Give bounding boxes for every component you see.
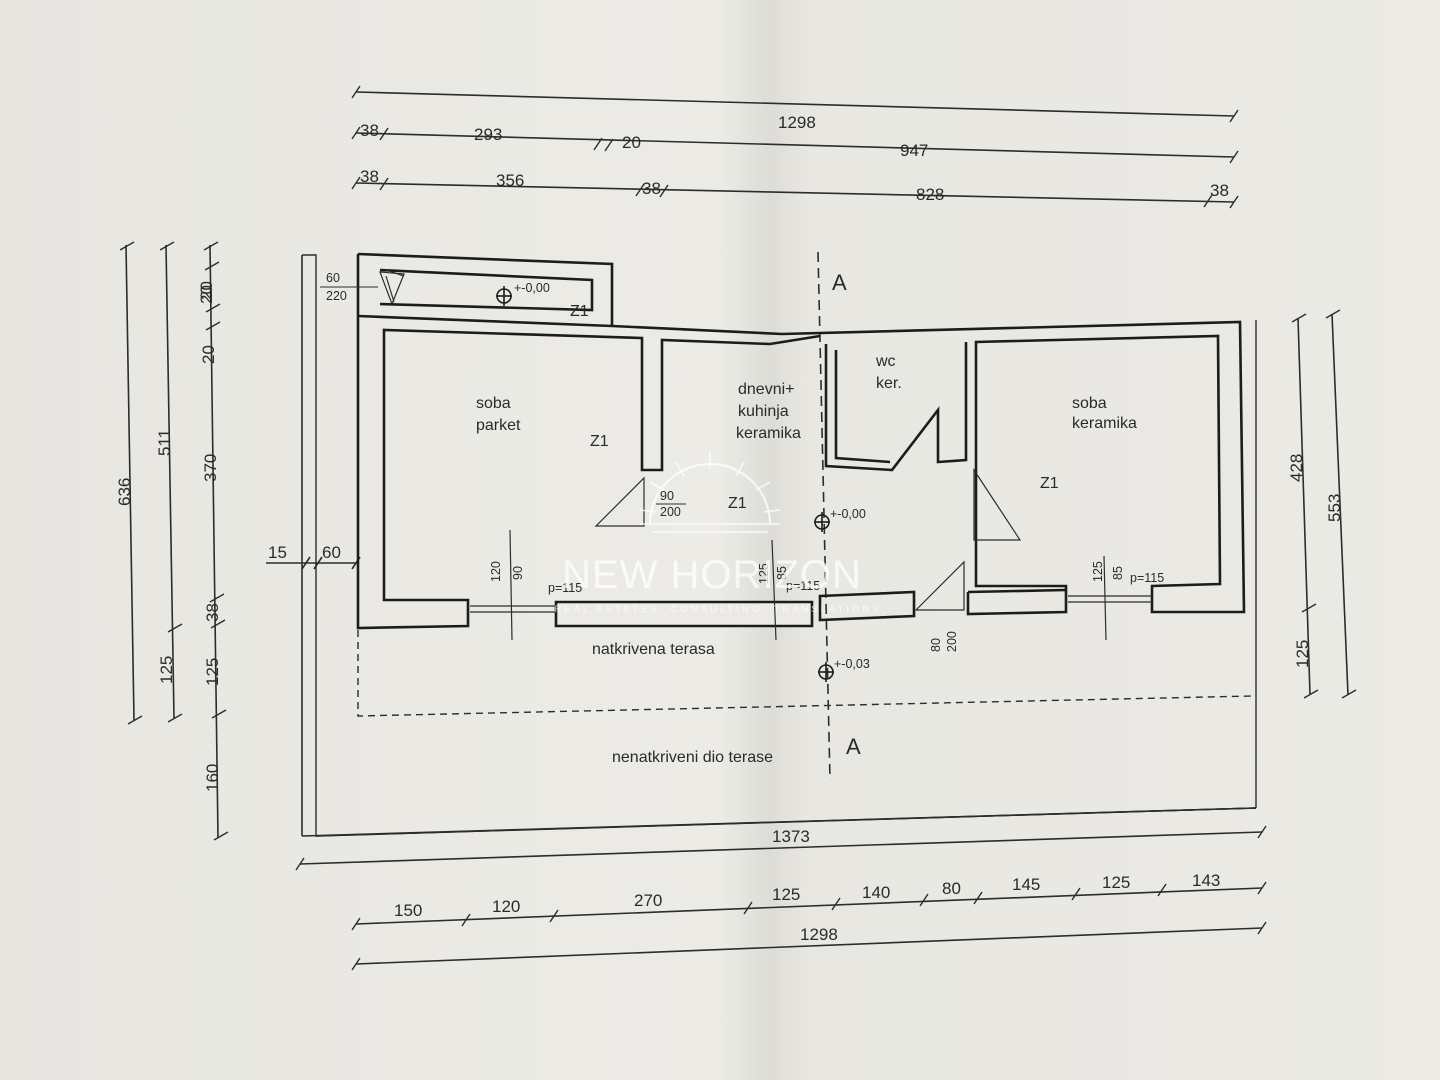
room-bedroom-right-floor: keramika [1072,415,1137,432]
dim-left-wall-a: 15 [268,543,287,562]
dim-bottom-2: 1298 [800,925,838,944]
dim-top-r2-a: 38 [360,167,379,186]
dim-line-left-mid [165,244,175,719]
window-mid-h: 85 [775,566,789,580]
dim-line-top-row1 [355,132,1235,158]
top-ticks [351,85,1239,209]
dim-line-bottom-1 [299,831,1263,865]
window-right-h: 85 [1111,566,1125,580]
dim-right-a: 428 [1287,454,1306,482]
room-living-line2: kuhinja [738,403,789,420]
storage-dim-h: 220 [326,289,347,303]
level-terrace: +-0,03 [834,657,870,671]
window-mid-w: 125 [757,563,771,584]
dim-top-r1-b: 293 [474,125,502,144]
room-wc-line1: wc [875,353,896,370]
dim-left-inner-f: 125 [203,658,222,686]
window-left-p: p=115 [548,581,582,595]
dim-left-mid-a: 511 [155,429,174,456]
dim-bottom-seg-2: 270 [634,891,662,910]
dim-bottom-seg-6: 145 [1012,875,1040,894]
uncovered-terrace-label: nenatkriveni dio terase [612,749,773,766]
covered-terrace-line [357,630,1253,717]
dim-top-total: 1298 [778,113,816,132]
watermark-tagline: REAL ESTATES, CONSULTING, TRANSLATIONS [554,604,881,615]
dim-bottom-seg-4: 140 [862,883,890,902]
dim-left-inner-a: 20 [197,281,216,300]
bottom-ticks [295,825,1267,971]
dim-line-bottom-segments [355,887,1263,925]
dim-line-right-outer [1331,313,1349,696]
dim-left-inner-g: 160 [203,764,222,792]
door-terrace-w: 80 [929,638,943,652]
dim-left-inner-c: 20 [199,345,218,364]
dim-right-c: 553 [1325,494,1344,522]
dim-top-r1-d: 947 [900,141,928,160]
level-markers [496,286,834,682]
dim-top-r2-d: 828 [916,185,944,204]
dim-top-r1-a: 38 [360,121,379,140]
window-left-w: 120 [489,561,503,582]
section-mark-bottom: A [846,734,861,759]
window-mid-p: p=115 [786,579,820,593]
door-living-h: 200 [660,505,681,519]
storage-dim-w: 60 [326,271,340,285]
window-right-w: 125 [1091,561,1105,582]
dim-bottom-seg-7: 125 [1102,873,1130,892]
dim-left-inner-e: 38 [203,603,222,622]
right-ticks [1291,309,1357,699]
door-terrace-h: 200 [945,631,959,652]
dim-bottom-seg-8: 143 [1192,871,1220,890]
dim-left-wall-b: 60 [322,543,341,562]
dim-left-inner-d: 370 [201,454,220,482]
room-living-line1: dnevni+ [738,381,795,398]
section-mark-top: A [832,270,847,295]
walls [356,252,1246,630]
room-bedroom-left-floor: parket [476,417,521,434]
dim-top-r2-e: 38 [1210,181,1229,200]
dim-line-right-inner [1297,317,1311,696]
dim-right-b: 125 [1293,640,1312,668]
covered-terrace-label: natkrivena terasa [592,641,715,658]
left-ticks [119,241,229,841]
dim-line-bottom-2 [355,927,1263,965]
dim-left-mid-b: 125 [157,656,176,684]
dim-top-r2-c: 38 [642,179,661,198]
watermark-name: NEW HORIZON [562,553,862,597]
dim-bottom-seg-0: 150 [394,901,422,920]
dim-bottom-seg-1: 120 [492,897,520,916]
room-storage-zone: Z1 [570,303,589,320]
watermark-logo [639,452,781,533]
level-living: +-0,00 [830,507,866,521]
room-bedroom-right-zone: Z1 [1040,475,1059,492]
door-living-w: 90 [660,489,674,503]
dim-line-top-row2 [355,182,1235,203]
dim-left-inner-b: 20 [197,285,216,304]
room-living-line3: keramika [736,425,801,442]
window-right-p: p=115 [1130,571,1164,585]
dim-bottom-1: 1373 [772,827,810,846]
dim-line-left-outer [125,244,135,721]
room-living-zone: Z1 [728,495,747,512]
room-wc-line2: ker. [876,375,902,392]
room-bedroom-left-zone: Z1 [590,433,609,450]
dim-top-r2-b: 356 [496,171,524,190]
dim-top-r1-c: 20 [622,133,641,152]
room-bedroom-right-name: soba [1072,395,1107,412]
dim-line-left-inner [209,244,219,839]
dim-bottom-seg-3: 125 [772,885,800,904]
room-bedroom-left-name: soba [476,395,511,412]
dim-bottom-seg-5: 80 [942,879,961,898]
dim-line-top-total [355,91,1235,117]
openings [379,269,1152,641]
level-storage: +-0,00 [514,281,550,295]
dim-left-outer: 636 [115,478,134,506]
window-left-h: 90 [511,566,525,580]
